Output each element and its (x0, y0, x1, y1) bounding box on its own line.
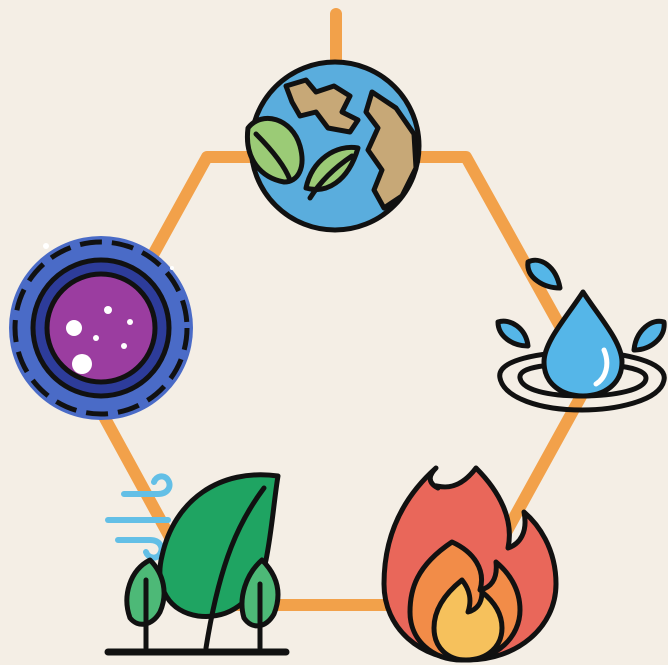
void-orb-icon (9, 236, 193, 420)
void-purple-core (47, 274, 155, 382)
earth-globe-icon (247, 62, 419, 230)
